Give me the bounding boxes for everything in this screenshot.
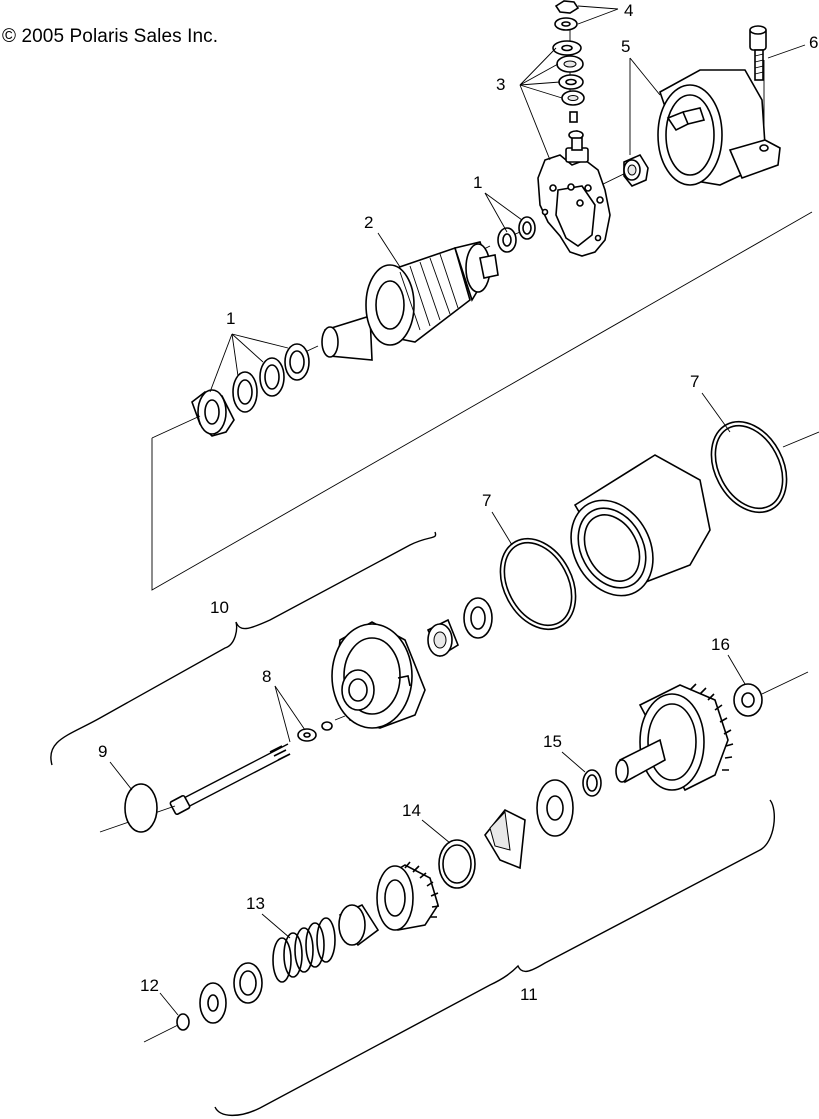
bracket-11 [214, 799, 776, 1117]
callout-7-lower: 7 [482, 491, 491, 510]
callout-10: 10 [210, 598, 229, 617]
drive-end-housing [331, 621, 426, 729]
disk [124, 783, 158, 833]
washers-left [191, 343, 310, 437]
callout-16: 16 [711, 635, 730, 654]
washers-lower [199, 962, 263, 1024]
upper-axis-lines [291, 20, 765, 359]
o-ring-lower [499, 537, 577, 631]
callout-11: 11 [520, 985, 538, 1004]
callout-1-lower: 1 [226, 309, 235, 328]
callout-4: 4 [624, 1, 633, 20]
copyright-notice: © 2005 Polaris Sales Inc. [2, 26, 219, 47]
callout-12: 12 [140, 976, 159, 995]
nut-washer-stack [552, 0, 585, 140]
callout-2: 2 [364, 213, 373, 232]
field-frame-housing [570, 454, 711, 597]
callout-3: 3 [496, 75, 505, 94]
leader-lines [109, 5, 806, 1016]
snap-ring [582, 769, 602, 797]
spring [272, 917, 336, 983]
bushing [623, 153, 649, 187]
bracket-10 [50, 531, 437, 766]
o-ring-upper [710, 420, 819, 514]
callout-6: 6 [809, 33, 818, 52]
callout-1-upper: 1 [473, 173, 482, 192]
callout-9: 9 [98, 742, 107, 761]
armature [321, 241, 499, 361]
callout-7-upper: 7 [690, 372, 699, 391]
brush-plate [537, 137, 611, 257]
screw [749, 25, 767, 81]
washer-mid [536, 779, 574, 837]
end-cap-housing [657, 69, 781, 186]
sleeve [338, 903, 380, 947]
callout-15: 15 [543, 732, 562, 751]
drive-pinion [376, 861, 440, 931]
gear-carrier [615, 683, 734, 792]
callout-13: 13 [246, 894, 265, 913]
ring-14 [438, 839, 476, 889]
washers-upper [497, 216, 536, 253]
callout-labels: 4 3 5 6 1 2 1 7 7 10 16 8 15 9 14 13 12 … [98, 1, 818, 1004]
clutch-segment [484, 808, 526, 870]
callout-14: 14 [402, 801, 421, 820]
callout-5: 5 [621, 37, 630, 56]
washer-16 [733, 671, 809, 717]
clip-12 [143, 1013, 190, 1043]
assembly-divider-lines [151, 211, 813, 591]
through-bolts [99, 715, 346, 833]
callout-8: 8 [262, 667, 271, 686]
bearing-mid [426, 597, 493, 658]
